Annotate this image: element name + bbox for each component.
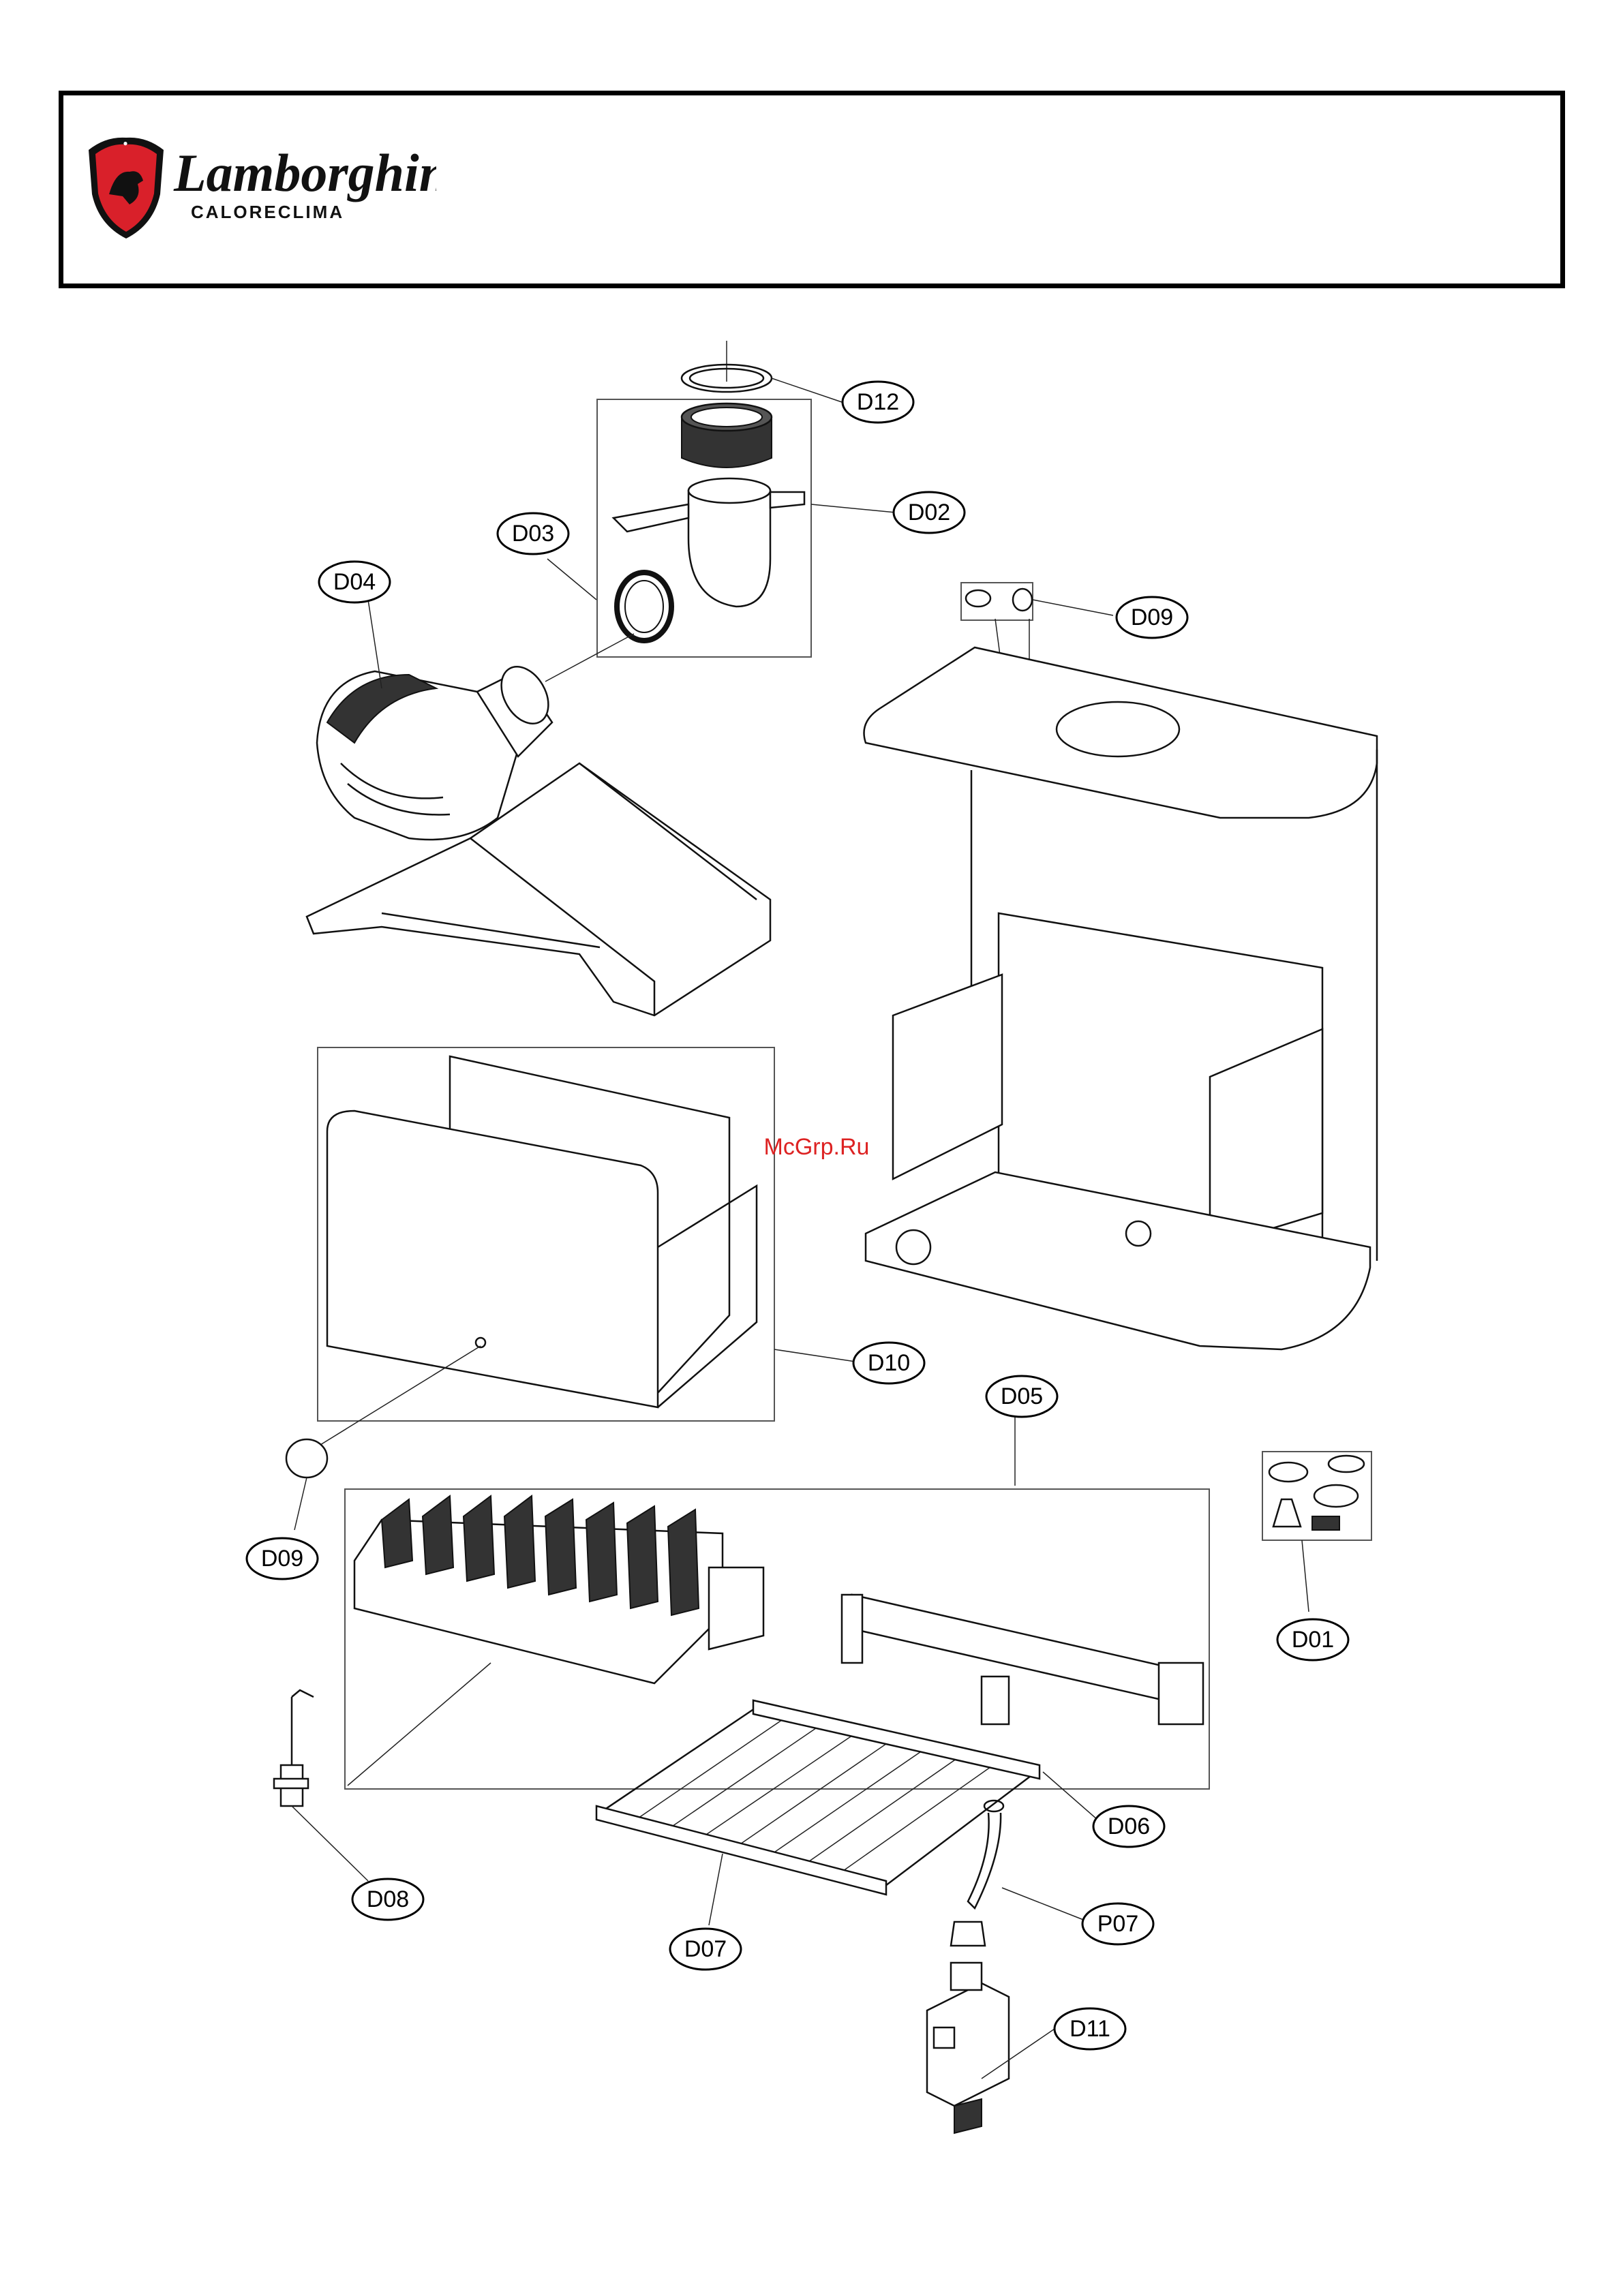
- boiler-casing-frame: [864, 583, 1378, 1349]
- callout-D12: D12: [843, 382, 913, 423]
- callout-D06: D06: [1093, 1806, 1164, 1847]
- gas-valve: [927, 1963, 1009, 2133]
- callout-D01: D01: [1277, 1619, 1348, 1660]
- gas-pipe: [951, 1801, 1003, 1946]
- callout-D02: D02: [894, 492, 965, 533]
- callout-D05-label: D05: [1001, 1383, 1043, 1409]
- callout-D12-label: D12: [857, 389, 899, 415]
- fan-and-hood: [307, 634, 770, 1015]
- callout-D02-label: D02: [908, 500, 950, 525]
- ignition-electrode: [274, 1690, 314, 1806]
- callout-D09-top: D09: [1117, 597, 1187, 638]
- callout-D08-label: D08: [367, 1886, 409, 1912]
- callout-D08: D08: [352, 1879, 423, 1920]
- callout-D04-label: D04: [333, 569, 376, 595]
- callout-D11-label: D11: [1070, 2016, 1110, 2042]
- callout-D09-bottom: D09: [247, 1538, 318, 1579]
- watermark: McGrp.Ru: [764, 1134, 870, 1160]
- callout-D10-label: D10: [868, 1350, 910, 1376]
- callout-D11: D11: [1055, 2008, 1125, 2049]
- callout-D05: D05: [986, 1376, 1057, 1417]
- callout-P07: P07: [1082, 1903, 1153, 1944]
- callout-D07-label: D07: [684, 1936, 727, 1962]
- callout-D06-label: D06: [1108, 1813, 1150, 1839]
- callout-D09-bottom-label: D09: [261, 1546, 303, 1572]
- callout-D01-label: D01: [1292, 1627, 1334, 1653]
- combustion-chamber: [286, 1047, 774, 1478]
- flue-outlet-assembly: [597, 341, 811, 657]
- callout-D07: D07: [670, 1929, 741, 1970]
- callout-D03: D03: [498, 513, 568, 554]
- callout-D03-label: D03: [512, 521, 554, 547]
- injector-rows: [600, 1707, 1036, 1888]
- callout-D10: D10: [853, 1343, 924, 1383]
- callout-P07-label: P07: [1097, 1911, 1139, 1937]
- callout-D09-top-label: D09: [1131, 604, 1173, 630]
- callout-D04: D04: [319, 562, 390, 602]
- burner-assembly: [345, 1414, 1209, 1895]
- gasket-kit: [1262, 1452, 1371, 1540]
